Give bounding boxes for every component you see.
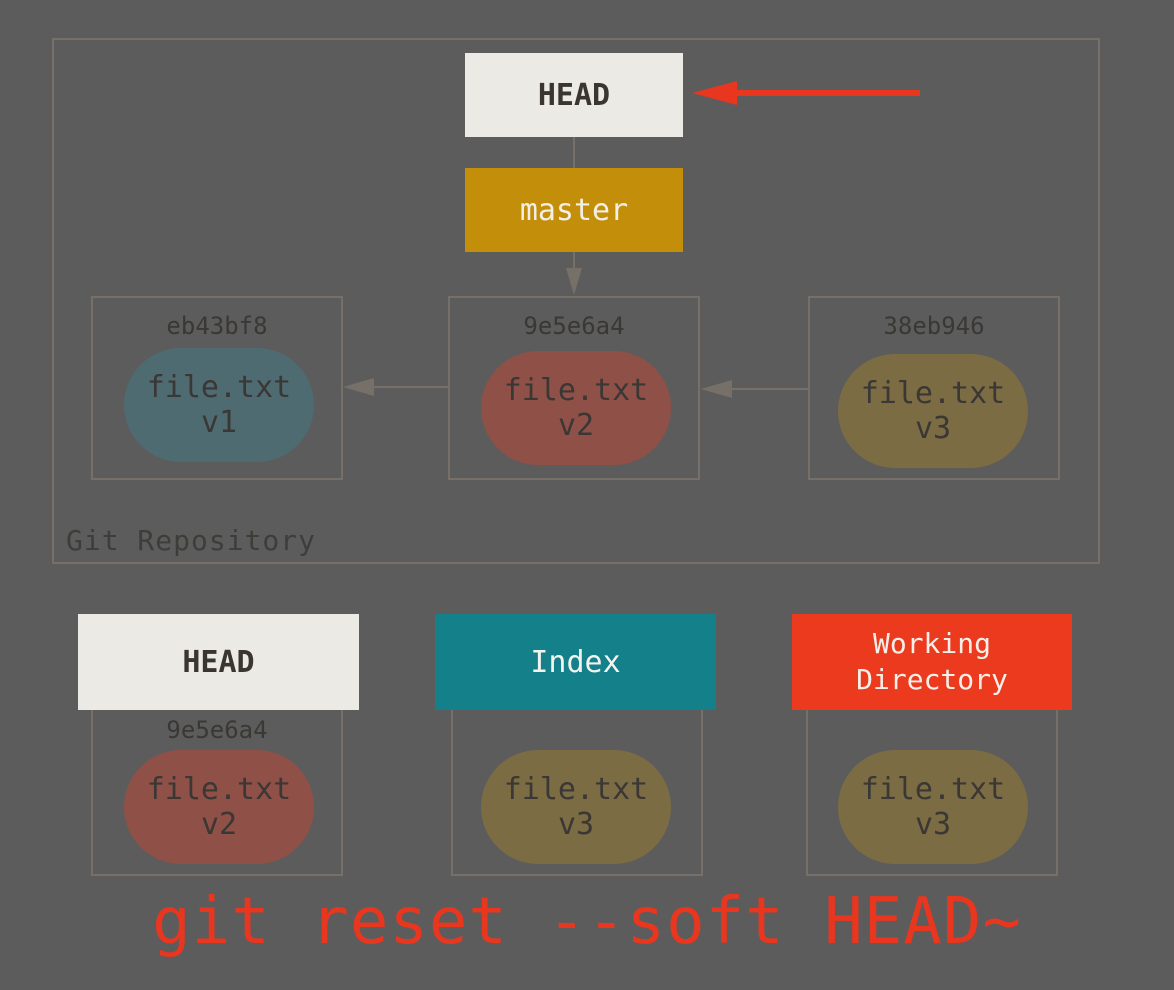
index-tree-title: Index	[435, 614, 716, 710]
working-directory-title-line2: Directory	[856, 663, 1008, 696]
head-ref-box: HEAD	[465, 53, 683, 137]
master-to-commit-arrowhead	[566, 268, 582, 295]
blob-filename: file.txt	[860, 772, 1006, 807]
commit-box-1: eb43bf8 file.txt v1	[91, 296, 343, 480]
commit2-to-commit1-arrowhead	[343, 378, 374, 396]
commit-box-2: 9e5e6a4 file.txt v2	[448, 296, 700, 480]
file-blob-v2: file.txt v2	[481, 351, 671, 465]
working-directory-tree-frame: file.txt v3	[806, 706, 1058, 876]
commit-box-3: 38eb946 file.txt v3	[808, 296, 1060, 480]
head-tree-blob: file.txt v2	[124, 750, 314, 864]
head-tree-hash: 9e5e6a4	[166, 716, 268, 744]
commit-hash: 38eb946	[883, 312, 985, 340]
head-tree-frame: 9e5e6a4 file.txt v2	[91, 706, 343, 876]
git-repository-frame	[52, 38, 1100, 564]
commit-hash: 9e5e6a4	[523, 312, 625, 340]
blob-version: v3	[914, 807, 952, 842]
git-command-caption: git reset --soft HEAD~	[152, 885, 1022, 959]
commit-hash: eb43bf8	[166, 312, 268, 340]
blob-filename: file.txt	[503, 772, 649, 807]
blob-version: v1	[200, 405, 238, 440]
blob-version: v2	[557, 408, 595, 443]
highlight-arrow-head	[692, 81, 737, 105]
working-directory-tree-blob: file.txt v3	[838, 750, 1028, 864]
head-tree-title: HEAD	[78, 614, 359, 710]
file-blob-v3: file.txt v3	[838, 354, 1028, 468]
git-repository-label: Git Repository	[66, 524, 317, 557]
blob-filename: file.txt	[860, 376, 1006, 411]
blob-version: v3	[914, 411, 952, 446]
working-directory-tree-title: Working Directory	[792, 614, 1072, 710]
master-branch-box: master	[465, 168, 683, 252]
blob-filename: file.txt	[503, 373, 649, 408]
blob-version: v2	[200, 807, 238, 842]
index-tree-frame: file.txt v3	[451, 706, 703, 876]
working-directory-title-line1: Working	[872, 627, 991, 660]
blob-version: v3	[557, 807, 595, 842]
index-tree-blob: file.txt v3	[481, 750, 671, 864]
blob-filename: file.txt	[146, 370, 292, 405]
blob-filename: file.txt	[146, 772, 292, 807]
commit3-to-commit2-arrowhead	[701, 380, 732, 398]
file-blob-v1: file.txt v1	[124, 348, 314, 462]
